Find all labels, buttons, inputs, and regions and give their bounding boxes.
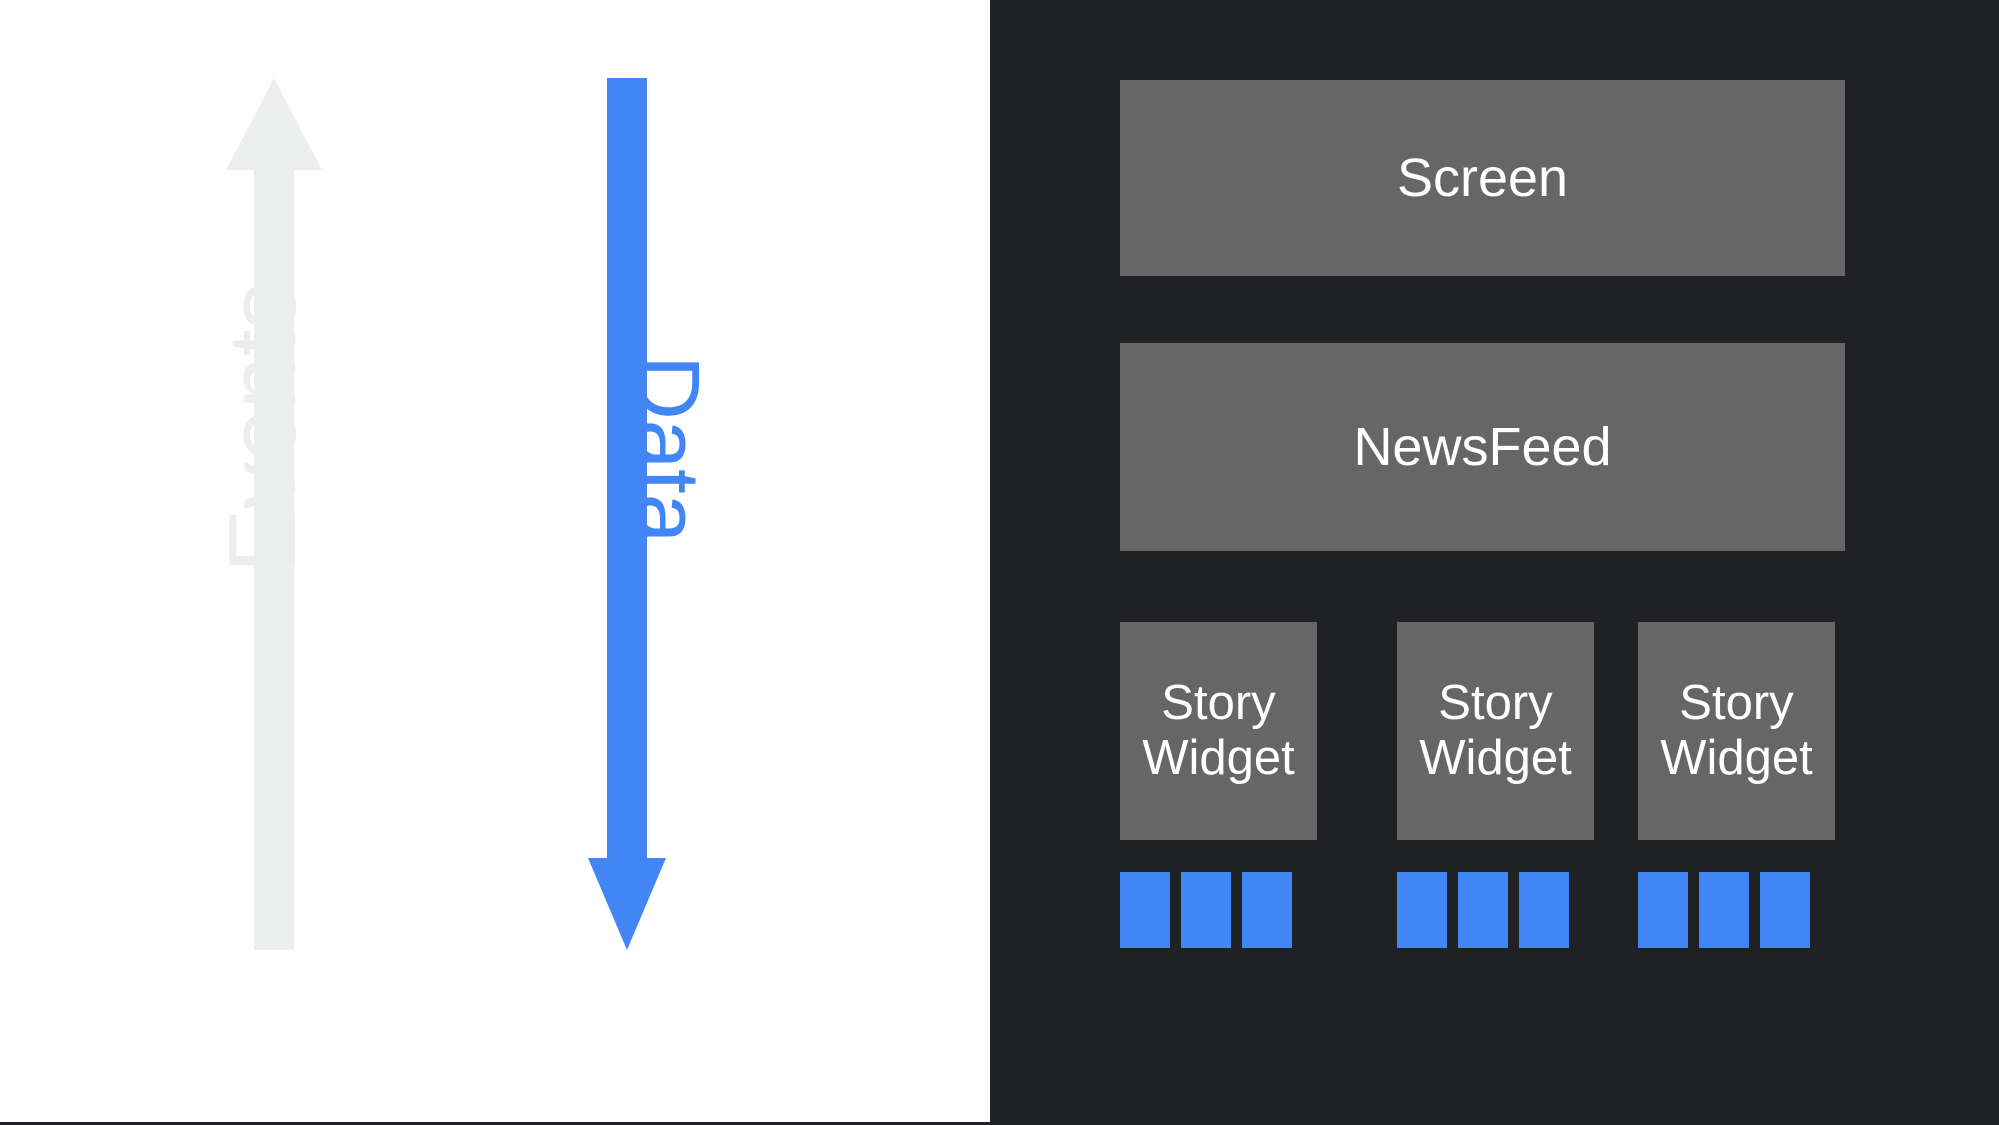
node-story-widget-1[interactable]: Story Widget — [1120, 622, 1317, 840]
node-newsfeed-label: NewsFeed — [1353, 417, 1612, 477]
leaf-bar[interactable] — [1519, 872, 1569, 948]
story-widget-2-line2: Widget — [1419, 731, 1572, 785]
leaf-bar-group-3 — [1638, 872, 1810, 948]
leaf-bar[interactable] — [1458, 872, 1508, 948]
leaf-bar[interactable] — [1638, 872, 1688, 948]
leaf-bar[interactable] — [1181, 872, 1231, 948]
story-widget-1-text: Story Widget — [1142, 676, 1295, 786]
component-tree-panel: Screen NewsFeed Story Widget Story Widge… — [990, 0, 1999, 1122]
leaf-bar[interactable] — [1120, 872, 1170, 948]
leaf-bar-group-1 — [1120, 872, 1292, 948]
leaf-bar[interactable] — [1760, 872, 1810, 948]
leaf-bar[interactable] — [1397, 872, 1447, 948]
story-widget-2-text: Story Widget — [1419, 676, 1572, 786]
story-widget-1-line1: Story — [1161, 676, 1276, 731]
story-widget-3-line1: Story — [1679, 676, 1794, 731]
story-widget-3-text: Story Widget — [1660, 676, 1813, 786]
story-widget-2-line1: Story — [1438, 676, 1553, 731]
data-flow-label: Data — [617, 355, 717, 544]
story-widget-1-line2: Widget — [1142, 731, 1295, 785]
arrow-down-icon — [588, 78, 666, 950]
story-widget-3-line2: Widget — [1660, 731, 1813, 785]
leaf-bar[interactable] — [1699, 872, 1749, 948]
node-screen-label: Screen — [1396, 148, 1569, 208]
node-screen[interactable]: Screen — [1120, 80, 1845, 276]
node-newsfeed[interactable]: NewsFeed — [1120, 343, 1845, 551]
events-flow-label: Events — [209, 282, 316, 573]
flow-legend-panel: Events Data — [0, 0, 990, 1122]
leaf-bar[interactable] — [1242, 872, 1292, 948]
node-story-widget-3[interactable]: Story Widget — [1638, 622, 1835, 840]
leaf-bars-row — [1120, 872, 1845, 948]
story-widget-row: Story Widget Story Widget Story Widget — [1120, 622, 1845, 842]
events-flow-arrow — [226, 78, 322, 950]
arrow-up-icon — [226, 78, 322, 950]
node-story-widget-2[interactable]: Story Widget — [1397, 622, 1594, 840]
data-flow-arrow — [588, 78, 666, 950]
leaf-bar-group-2 — [1397, 872, 1569, 948]
